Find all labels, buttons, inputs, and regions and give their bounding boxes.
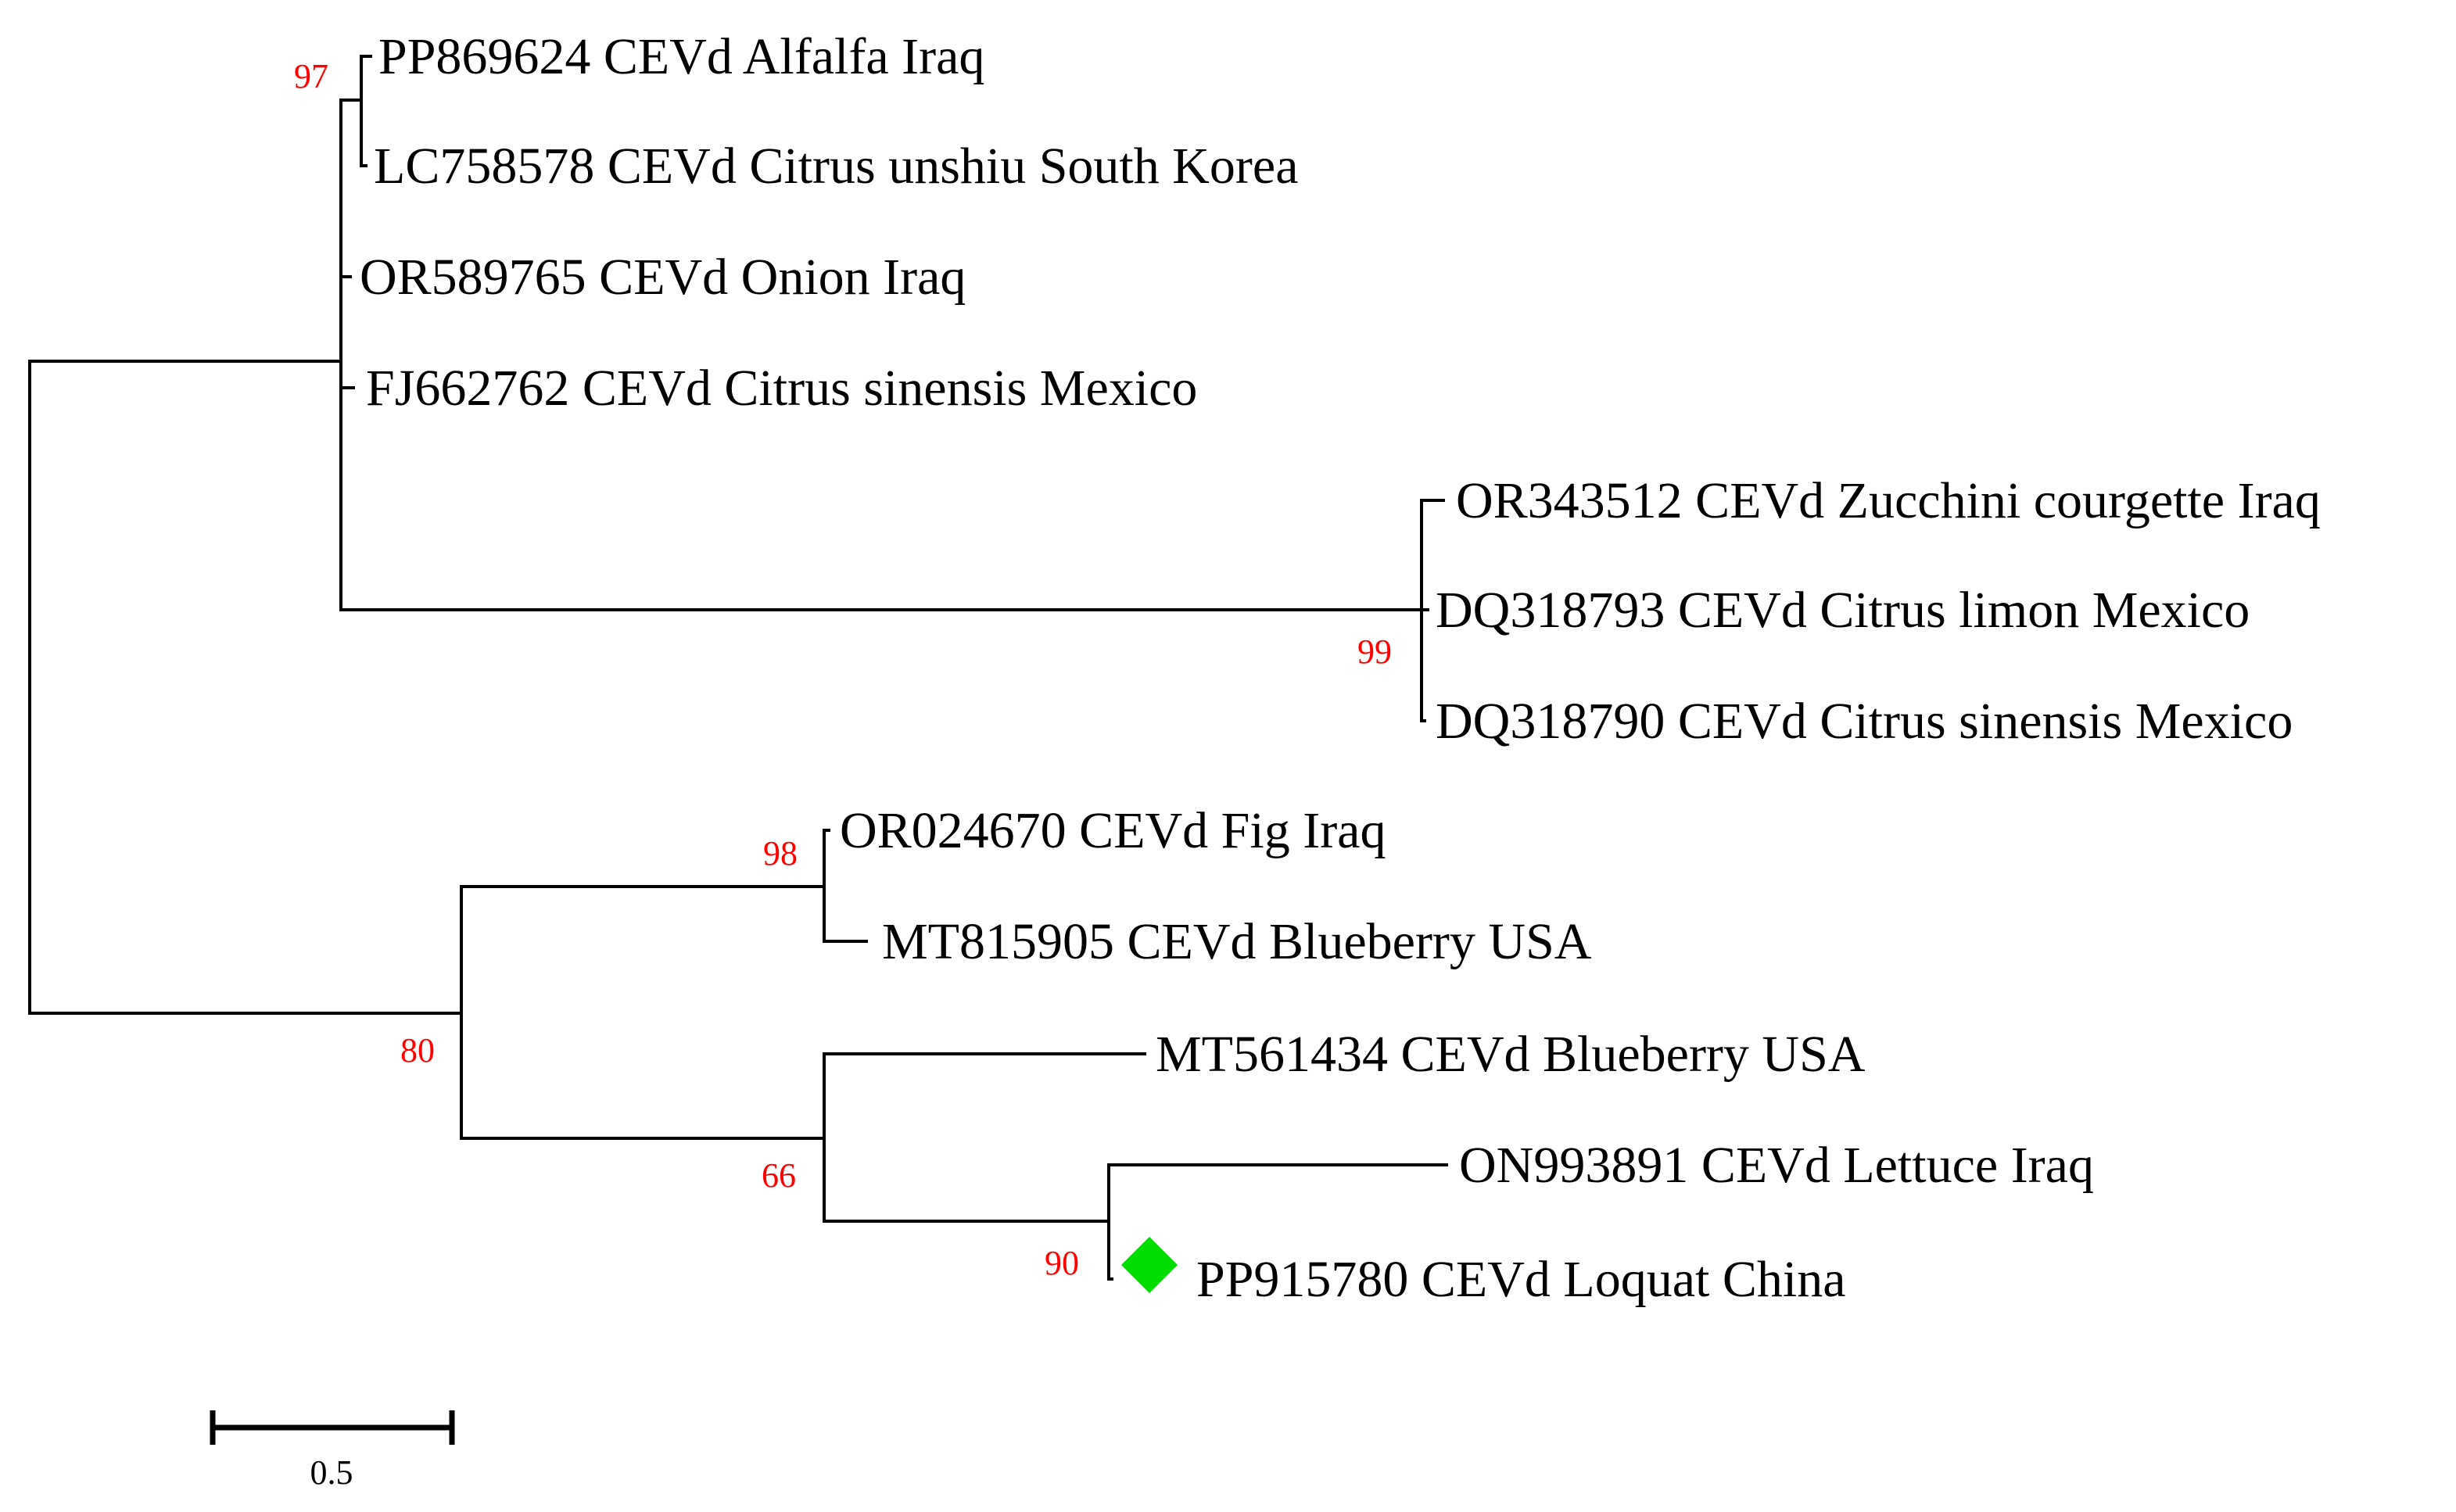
bootstrap-values: 97 99 98 80 66 90 bbox=[294, 57, 1392, 1282]
scale-bar: 0.5 bbox=[210, 1410, 455, 1492]
leaf-label: OR589765 CEVd Onion Iraq bbox=[360, 249, 966, 306]
leaf-label: DQ318793 CEVd Citrus limon Mexico bbox=[1436, 582, 2250, 639]
bootstrap-value: 90 bbox=[1045, 1244, 1079, 1282]
leaf-label: PP915780 CEVd Loquat China bbox=[1196, 1251, 1846, 1308]
leaf-label: PP869624 CEVd Alfalfa Iraq bbox=[378, 28, 984, 85]
leaf-label: OR343512 CEVd Zucchini courgette Iraq bbox=[1456, 472, 2321, 529]
leaf-label: FJ662762 CEVd Citrus sinensis Mexico bbox=[366, 360, 1197, 417]
leaf-label: DQ318790 CEVd Citrus sinensis Mexico bbox=[1436, 693, 2293, 750]
leaf-label: LC758578 CEVd Citrus unshiu South Korea bbox=[374, 138, 1299, 195]
scale-bar-label: 0.5 bbox=[310, 1453, 353, 1492]
bootstrap-value: 97 bbox=[294, 57, 328, 95]
leaf-label: MT561434 CEVd Blueberry USA bbox=[1156, 1026, 1866, 1083]
leaf-labels: PP869624 CEVd Alfalfa Iraq LC758578 CEVd… bbox=[360, 28, 2321, 1308]
tree-branches bbox=[28, 55, 1448, 1281]
leaf-label: ON993891 CEVd Lettuce Iraq bbox=[1459, 1137, 2094, 1194]
bootstrap-value: 80 bbox=[400, 1031, 435, 1070]
bootstrap-value: 98 bbox=[763, 834, 798, 872]
leaf-label: OR024670 CEVd Fig Iraq bbox=[840, 802, 1386, 859]
bootstrap-value: 66 bbox=[762, 1156, 796, 1195]
green-diamond-marker bbox=[1121, 1237, 1178, 1293]
bootstrap-value: 99 bbox=[1357, 632, 1392, 671]
leaf-label: MT815905 CEVd Blueberry USA bbox=[882, 913, 1592, 970]
